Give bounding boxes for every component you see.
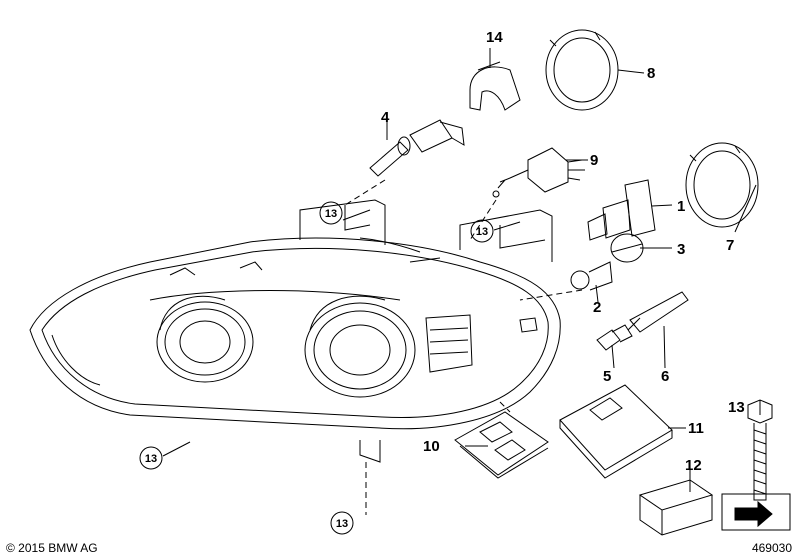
bulb-with-connector <box>369 119 465 177</box>
part-label-11: 11 <box>688 420 704 437</box>
callout-label-13d: 13 <box>336 518 348 530</box>
part-label-13: 13 <box>728 399 745 416</box>
callout-circle-13d <box>330 511 354 535</box>
bracket-clip <box>469 61 521 111</box>
part-label-10: 10 <box>423 438 440 455</box>
control-unit-11 <box>559 384 673 479</box>
callout-label-13a: 13 <box>325 208 337 220</box>
part-label-4: 4 <box>381 109 390 126</box>
xenon-bulb <box>587 179 656 241</box>
callout-label-13b: 13 <box>476 226 488 238</box>
part-label-14: 14 <box>486 29 503 46</box>
control-unit-10 <box>454 411 549 479</box>
adjusting-unit <box>492 147 585 198</box>
part-label-1: 1 <box>677 198 685 215</box>
part-label-9: 9 <box>590 152 598 169</box>
sealing-ring-cap-7 <box>685 142 759 228</box>
callout-circle-13c <box>139 446 163 470</box>
diagram-number: 469030 <box>751 541 792 555</box>
bulb-5 <box>596 324 633 351</box>
part-label-8: 8 <box>647 65 655 82</box>
part-label-7: 7 <box>726 237 734 254</box>
callout-circle-13b <box>470 219 494 243</box>
part-label-6: 6 <box>661 368 669 385</box>
part-label-3: 3 <box>677 241 685 258</box>
callout-label-13c: 13 <box>145 453 157 465</box>
screw-13 <box>747 399 773 501</box>
box-12 <box>638 479 714 536</box>
part-label-5: 5 <box>603 368 611 385</box>
part-label-2: 2 <box>593 299 601 316</box>
legend-arrow-box <box>721 493 791 531</box>
part-label-12: 12 <box>685 457 702 474</box>
bulb-socket <box>627 291 689 333</box>
bulb-2 <box>570 261 613 291</box>
copyright-text: © 2015 BMW AG <box>6 541 98 555</box>
callout-circle-13a <box>319 201 343 225</box>
sealing-ring-cap-8 <box>545 29 619 111</box>
cover-cap <box>610 233 644 263</box>
headlight-housing <box>29 199 561 463</box>
